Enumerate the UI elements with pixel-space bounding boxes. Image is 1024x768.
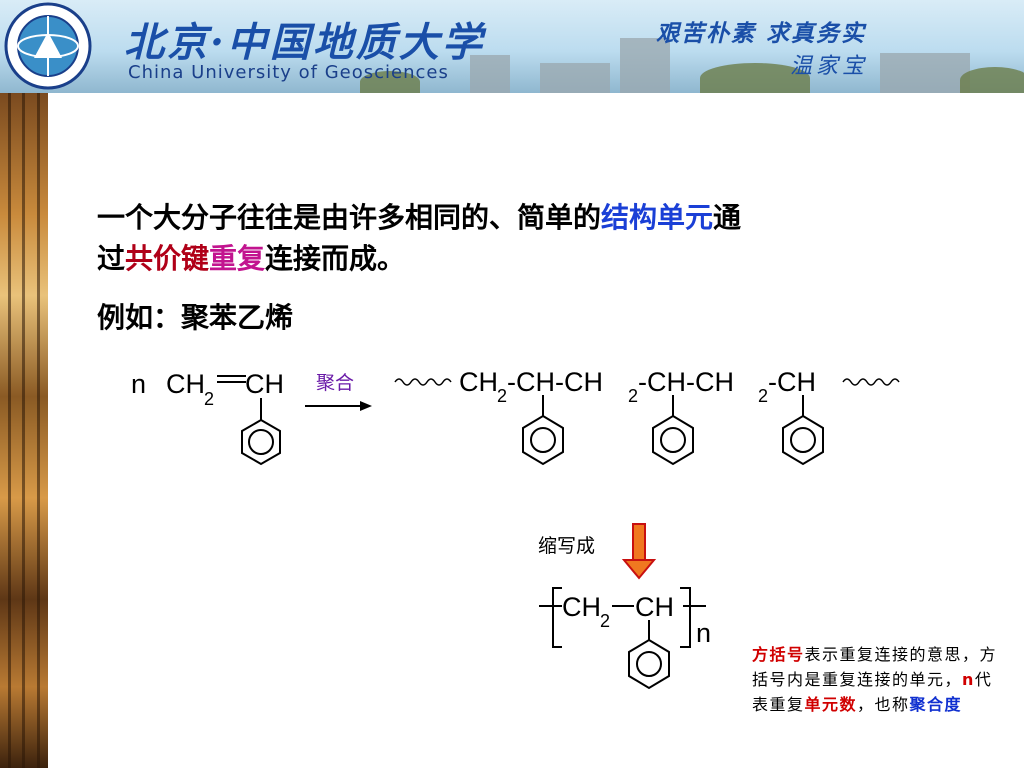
chain-wavy-end-left: [394, 378, 452, 386]
repeat-ch: CH: [635, 592, 674, 622]
definition-text: 连接而成。: [265, 242, 406, 275]
note-term-degree: 聚合度: [909, 695, 963, 714]
header-banner: 北京·中国地质大学 China University of Geoscience…: [0, 0, 1024, 93]
note-term-n: n: [962, 670, 975, 689]
sidebar-tree-trunk: [37, 93, 40, 768]
right-bracket: [680, 587, 691, 648]
motto-line-1: 艰苦朴素 求真务实: [656, 20, 867, 47]
polymer-subscript-1: 2: [497, 386, 507, 406]
chain-wavy-end-right: [842, 378, 900, 386]
definition-line-1: 一个大分子往往是由许多相同的、简单的结构单元通: [97, 196, 741, 236]
n-coefficient: n: [131, 369, 146, 399]
benzene-ring-icon: [782, 414, 824, 466]
note-term-brackets: 方括号: [752, 645, 805, 664]
reaction-arrow-icon: [305, 401, 372, 411]
polymer-group-2: -CH-CH: [507, 367, 603, 397]
banner-tree: [700, 63, 810, 93]
note-term-units: 单元数: [804, 695, 858, 714]
highlight-covalent-bond: 共价键: [125, 242, 210, 275]
repeat-subscript: 2: [600, 611, 610, 631]
left-bracket: [552, 587, 562, 648]
polymer-subscript-3: 2: [758, 386, 768, 406]
polymer-group-3: -CH-CH: [638, 367, 734, 397]
sidebar-tree-trunk: [8, 93, 11, 768]
note-text: 代表重复: [752, 670, 993, 714]
banner-tree: [960, 67, 1024, 93]
banner-building: [540, 63, 610, 93]
polymer-subscript-2: 2: [628, 386, 638, 406]
definition-text: 过: [97, 242, 126, 275]
polymer-group-4: -CH: [768, 367, 816, 397]
down-arrow-icon: [621, 523, 657, 580]
degree-n: n: [696, 618, 711, 648]
benzene-ring-icon: [628, 638, 670, 690]
abbrev-label: 缩写成: [538, 535, 595, 557]
benzene-ring-icon: [241, 418, 281, 466]
benzene-ring-icon: [652, 414, 694, 466]
benzene-ring-icon: [522, 414, 564, 466]
repeat-unit-formula: CH 2 CH n: [539, 587, 711, 690]
decorative-sidebar: [0, 93, 48, 768]
repeat-ch2: CH: [562, 592, 601, 622]
example-heading: 例如：聚苯乙烯: [97, 301, 294, 334]
banner-building: [620, 38, 670, 93]
university-english-name: China University of Geosciences: [128, 62, 449, 83]
definition-line-2: 过共价键重复连接而成。: [97, 237, 405, 277]
note-text: 表示重复连接的意思，方括号内是重复连接的单元，: [752, 645, 998, 689]
monomer-ch2: CH: [166, 369, 205, 399]
university-logo-icon: [4, 2, 92, 90]
sidebar-tree-trunk: [22, 93, 25, 768]
note-text: ，也称: [857, 695, 910, 714]
monomer-subscript: 2: [204, 389, 214, 409]
definition-text: 一个大分子往往是由许多相同的、简单的: [97, 201, 602, 234]
explanation-note: 方括号表示重复连接的意思，方括号内是重复连接的单元，n代表重复单元数，也称聚合度: [752, 642, 1004, 717]
highlight-repeat: 重复: [209, 242, 266, 275]
polymer-group-1: CH: [459, 367, 498, 397]
banner-building: [470, 55, 510, 93]
arrow-label-polymerize: 聚合: [316, 372, 354, 394]
banner-building: [880, 53, 970, 93]
university-chinese-name: 北京·中国地质大学: [124, 19, 485, 66]
motto-signature: 温家宝: [790, 54, 869, 79]
highlight-structural-unit: 结构单元: [601, 201, 714, 234]
banner-tree: [360, 71, 420, 93]
monomer-ch: CH: [245, 369, 284, 399]
definition-text: 通: [713, 201, 742, 234]
